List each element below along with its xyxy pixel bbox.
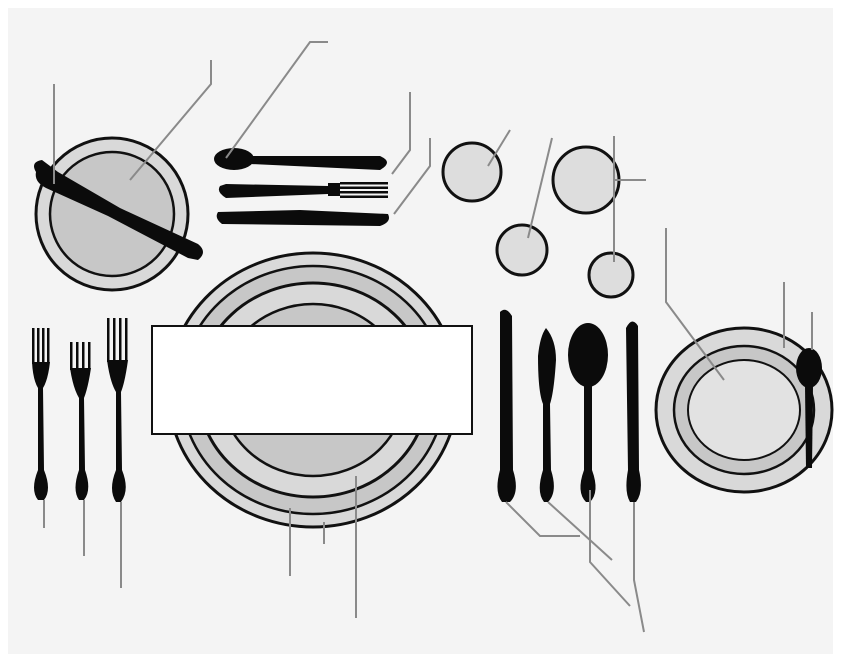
sherry-glass xyxy=(589,253,633,297)
red-wine-glass xyxy=(553,147,619,213)
water-glass xyxy=(443,143,501,201)
label-box xyxy=(152,326,472,434)
side-plate-center xyxy=(688,360,800,460)
white-wine-glass xyxy=(497,225,547,275)
